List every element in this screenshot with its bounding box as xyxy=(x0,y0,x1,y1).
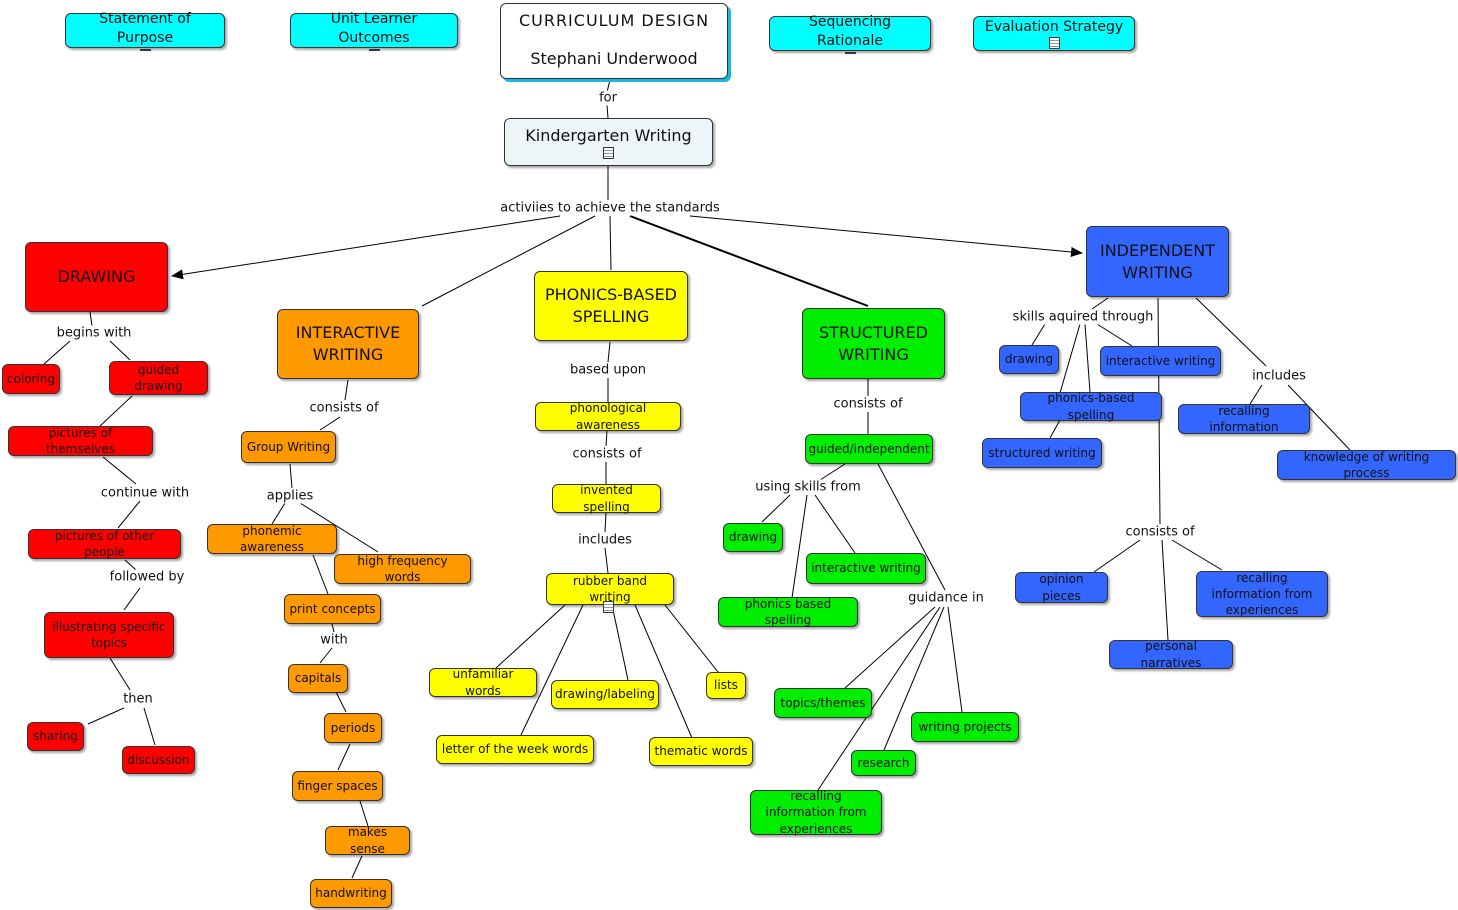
research-node[interactable]: research xyxy=(851,750,916,776)
writing-projects-node[interactable]: writing projects xyxy=(911,712,1019,742)
personal-narratives-node[interactable]: personal narratives xyxy=(1109,639,1233,670)
interactive-writing-skill-node[interactable]: interactive writing xyxy=(806,553,926,584)
link-consists-of: consists of xyxy=(307,400,381,416)
drawing-skill-node[interactable]: drawing xyxy=(723,523,783,552)
sequencing-rationale-node[interactable]: Sequencing Rationale xyxy=(769,14,931,54)
statement-of-purpose-node[interactable]: Statement of Purpose xyxy=(65,11,225,51)
link-using-skills-from: using skills from xyxy=(753,479,863,495)
kindergarten-writing-node[interactable]: Kindergarten Writing xyxy=(504,118,713,166)
link-activities: activiies to achieve the standards xyxy=(498,200,722,216)
independent-writing-node[interactable]: INDEPENDENT WRITING xyxy=(1086,226,1229,297)
pictures-of-other-people-node[interactable]: pictures of other people xyxy=(28,529,181,559)
rubber-band-writing-node[interactable]: rubber band writing xyxy=(546,573,674,605)
high-frequency-words-node[interactable]: high frequency words xyxy=(334,554,471,584)
link-for: for xyxy=(597,90,619,106)
link-consists-of-phonics: consists of xyxy=(570,446,644,462)
document-icon[interactable] xyxy=(1048,37,1060,50)
thematic-words-node[interactable]: thematic words xyxy=(649,737,753,766)
opinion-pieces-node[interactable]: opinion pieces xyxy=(1015,572,1108,603)
topics-themes-node[interactable]: topics/themes xyxy=(774,688,872,718)
unit-learner-outcomes-node[interactable]: Unit Learner Outcomes xyxy=(290,11,458,51)
phonological-awareness-node[interactable]: phonological awareness xyxy=(535,401,681,432)
curriculum-design-title: CURRICULUM DESIGN Stephani Underwood xyxy=(500,3,728,79)
link-based-upon: based upon xyxy=(567,362,649,378)
link-guidance-in: guidance in xyxy=(906,590,986,606)
drawing-labeling-node[interactable]: drawing/labeling xyxy=(551,680,659,709)
document-icon[interactable] xyxy=(603,601,614,613)
document-icon[interactable] xyxy=(139,48,151,51)
link-skills-aquired-through: skills aquired through xyxy=(1010,309,1156,325)
lists-node[interactable]: lists xyxy=(706,672,746,699)
link-includes: includes xyxy=(576,532,634,548)
link-consists-of-independent: consists of xyxy=(1123,524,1197,540)
phonics-based-spelling-node[interactable]: PHONICS-BASED SPELLING xyxy=(534,271,688,341)
invented-spelling-node[interactable]: invented spelling xyxy=(552,483,661,514)
document-icon[interactable] xyxy=(844,51,856,54)
handwriting-node[interactable]: handwriting xyxy=(310,879,392,908)
group-writing-node[interactable]: Group Writing xyxy=(241,431,336,463)
guided-drawing-node[interactable]: guided drawing xyxy=(109,361,208,395)
recalling-information-node[interactable]: recalling information from experiences xyxy=(750,789,882,836)
document-icon[interactable] xyxy=(368,48,380,51)
link-begins-with: begins with xyxy=(54,325,134,341)
sharing-node[interactable]: sharing xyxy=(27,722,84,751)
pictures-of-themselves-node[interactable]: pictures of themselves xyxy=(8,426,153,456)
evaluation-strategy-node[interactable]: Evaluation Strategy xyxy=(973,16,1135,51)
knowledge-of-writing-process-node[interactable]: knowledge of writing process xyxy=(1277,450,1456,480)
structured-writing-node[interactable]: STRUCTURED WRITING xyxy=(802,308,945,379)
link-with: with xyxy=(318,632,350,648)
discussion-node[interactable]: discussion xyxy=(122,746,195,774)
link-then: then xyxy=(121,691,155,707)
print-concepts-node[interactable]: print concepts xyxy=(284,594,381,624)
phonics-based-spelling-independent-node[interactable]: phonics-based spelling xyxy=(1020,391,1162,422)
structured-writing-independent-node[interactable]: structured writing xyxy=(982,438,1102,468)
interactive-writing-independent-node[interactable]: interactive writing xyxy=(1100,346,1221,376)
recalling-information-independent-node[interactable]: recalling information xyxy=(1178,404,1310,434)
phonics-based-spelling-skill-node[interactable]: phonics based spelling xyxy=(718,597,858,627)
capitals-node[interactable]: capitals xyxy=(288,664,348,693)
interactive-writing-node[interactable]: INTERACTIVE WRITING xyxy=(277,309,419,379)
coloring-node[interactable]: coloring xyxy=(2,364,60,394)
periods-node[interactable]: periods xyxy=(324,713,382,743)
link-applies: applies xyxy=(264,488,316,504)
recalling-information-experiences-node[interactable]: recalling information from experiences xyxy=(1196,571,1328,617)
link-followed-by: followed by xyxy=(107,569,187,585)
phonemic-awareness-node[interactable]: phonemic awareness xyxy=(207,524,337,554)
finger-spaces-node[interactable]: finger spaces xyxy=(292,771,383,801)
link-continue-with: continue with xyxy=(98,485,192,501)
unfamiliar-words-node[interactable]: unfamiliar words xyxy=(429,667,537,698)
link-consists-of-structured: consists of xyxy=(831,396,905,412)
illustrating-specific-topics-node[interactable]: illustrating specific topics xyxy=(44,612,174,658)
guided-independent-node[interactable]: guided/independent xyxy=(805,434,933,464)
makes-sense-node[interactable]: makes sense xyxy=(325,825,410,856)
drawing-independent-node[interactable]: drawing xyxy=(999,345,1059,374)
letter-of-the-week-words-node[interactable]: letter of the week words xyxy=(436,735,594,764)
link-includes-independent: includes xyxy=(1250,368,1308,384)
document-icon[interactable] xyxy=(603,147,614,160)
drawing-node[interactable]: DRAWING xyxy=(25,242,168,312)
